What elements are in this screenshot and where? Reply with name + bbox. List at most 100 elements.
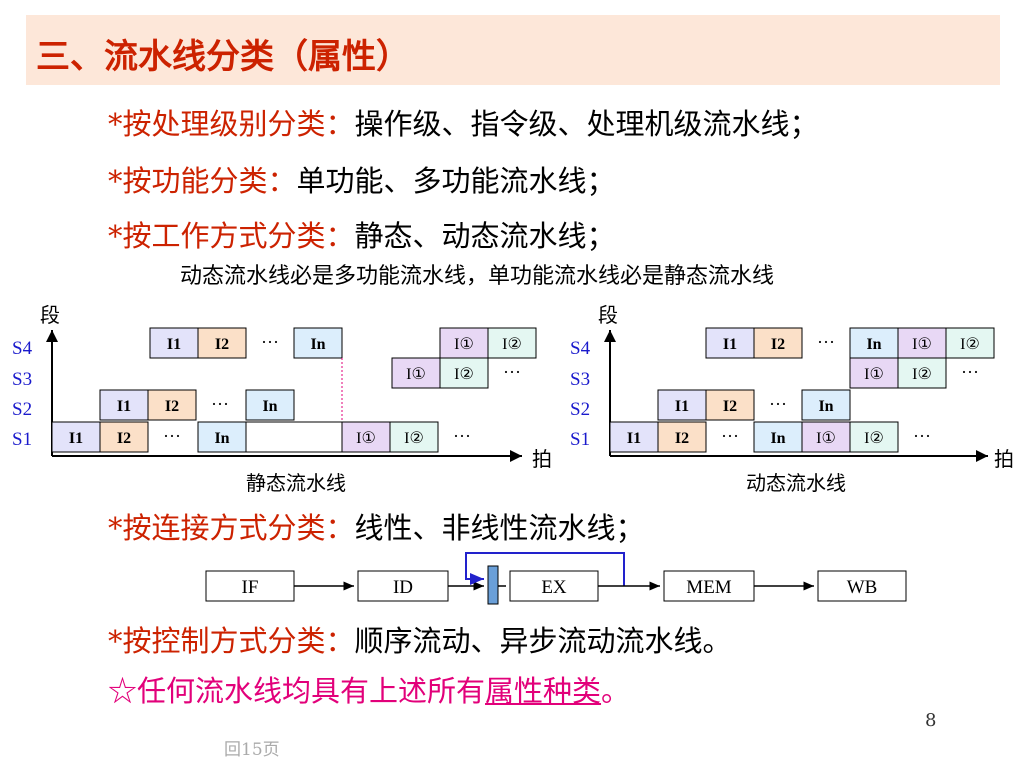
pipeline-latch: [487, 565, 499, 605]
cell-label: In: [866, 336, 881, 353]
ellipsis: ···: [453, 426, 471, 446]
static-pipeline-diagram: 段 拍 S4 S3 S2 S1 I1 I2 ··· In I① I② I① I②…: [12, 304, 552, 495]
cell-ib: [439, 357, 489, 389]
item-label: *按连接方式分类：: [108, 511, 355, 545]
cell-i2: [99, 421, 149, 453]
cell-ib: [389, 421, 439, 453]
cell-in: [245, 389, 295, 421]
conclusion-underlined: 属性种类: [485, 674, 602, 708]
cell-i1: [705, 327, 755, 359]
cell-label: In: [818, 398, 833, 415]
stage-box-ex: [509, 570, 599, 602]
feedback-arrow: [465, 552, 625, 586]
linear-pipeline-diagram: IF ID EX MEM WB: [205, 552, 907, 605]
cell-label: I②: [960, 336, 980, 353]
cell-label: I①: [816, 430, 836, 447]
stage-label: ID: [393, 577, 413, 598]
cell-label: I①: [912, 336, 932, 353]
item-text: 单功能、多功能流水线；: [296, 164, 616, 198]
cell-label: In: [214, 430, 229, 447]
ellipsis: ···: [503, 362, 521, 382]
note-text: 动态流水线必是多功能流水线，单功能流水线必是静态流水线: [180, 264, 775, 289]
cell-label: I①: [406, 366, 426, 383]
cell-label: I2: [165, 398, 179, 415]
y-axis-label: 段: [40, 304, 60, 327]
cell-label: I2: [771, 336, 785, 353]
cell-label: I①: [454, 336, 474, 353]
stage-label-s1: S1: [12, 429, 32, 450]
stage-label-s4: S4: [570, 338, 591, 359]
stage-label-s2: S2: [570, 399, 590, 420]
cell-label: I②: [454, 366, 474, 383]
item-text: 线性、非线性流水线；: [354, 511, 645, 545]
static-caption: 静态流水线: [246, 472, 346, 495]
stage-label: EX: [541, 577, 567, 598]
conclusion-line: ☆任何流水线均具有上述所有属性种类。: [108, 668, 630, 710]
cell-i2: [705, 389, 755, 421]
cell-label: I2: [215, 336, 229, 353]
stage-label-s1: S1: [570, 429, 590, 450]
item-control: *按控制方式分类：顺序流动、异步流动流水线。: [108, 618, 732, 660]
item-text: 静态、动态流水线；: [354, 219, 616, 253]
cell-ia: [897, 327, 947, 359]
cell-i2: [197, 327, 247, 359]
back-link[interactable]: 回15页: [224, 740, 280, 760]
stage-label: IF: [242, 577, 259, 598]
cell-in: [753, 421, 803, 453]
ellipsis: ···: [817, 332, 835, 352]
item-label: *按控制方式分类：: [108, 624, 355, 658]
conclusion-suffix: 。: [601, 674, 631, 708]
cell-i1: [657, 389, 707, 421]
cell-label: In: [262, 398, 277, 415]
ellipsis: ···: [961, 362, 979, 382]
cell-i2: [147, 389, 197, 421]
cell-label: I1: [167, 336, 181, 353]
cell-label: I1: [627, 430, 641, 447]
cell-label: I①: [864, 366, 884, 383]
dynamic-pipeline-diagram: 段 拍 S4 S3 S2 S1 I1 I2 ··· In I① I② I① I②…: [570, 304, 1014, 495]
item-processing-level: *按处理级别分类：操作级、指令级、处理机级流水线；: [108, 101, 819, 143]
cell-label: I1: [69, 430, 83, 447]
item-function: *按功能分类：单功能、多功能流水线；: [108, 158, 616, 200]
ellipsis: ···: [769, 394, 787, 414]
page-number: 8: [925, 710, 937, 731]
cell-ib: [945, 327, 995, 359]
cell-ib: [849, 421, 899, 453]
cell-in: [293, 327, 343, 359]
cell-label: In: [310, 336, 325, 353]
item-label: *按处理级别分类：: [108, 107, 355, 141]
item-label: *按功能分类：: [108, 164, 297, 198]
stage-label-s4: S4: [12, 338, 33, 359]
cell-label: I②: [502, 336, 522, 353]
stage-label: WB: [847, 577, 878, 598]
stage-label: MEM: [686, 577, 732, 598]
cell-ib: [487, 327, 537, 359]
y-axis-label: 段: [598, 304, 618, 327]
stage-box-wb: [817, 570, 907, 602]
item-connection: *按连接方式分类：线性、非线性流水线；: [108, 505, 645, 547]
ellipsis: ···: [211, 394, 229, 414]
ellipsis: ···: [261, 332, 279, 352]
item-text: 顺序流动、异步流动流水线。: [354, 624, 732, 658]
cell-label: I①: [356, 430, 376, 447]
stage-label-s2: S2: [12, 399, 32, 420]
item-work-mode: *按工作方式分类：静态、动态流水线；: [108, 213, 616, 255]
cell-label: I②: [864, 430, 884, 447]
page-title: 三、流水线分类（属性）: [36, 37, 410, 77]
cell-ib: [897, 357, 947, 389]
cell-label: I②: [912, 366, 932, 383]
cell-ia: [391, 357, 441, 389]
cell-i2: [657, 421, 707, 453]
ellipsis: ···: [163, 426, 181, 446]
cell-in: [801, 389, 851, 421]
title-bar: 三、流水线分类（属性）: [26, 15, 1000, 85]
cell-label: I1: [675, 398, 689, 415]
cell-label: I2: [675, 430, 689, 447]
cell-ia: [341, 421, 391, 453]
stage-box-mem: [663, 570, 755, 602]
dynamic-caption: 动态流水线: [746, 472, 846, 495]
cell-i1: [99, 389, 149, 421]
ellipsis: ···: [913, 426, 931, 446]
cell-label: I2: [723, 398, 737, 415]
conclusion-prefix: ☆任何流水线均具有上述所有: [108, 674, 486, 708]
